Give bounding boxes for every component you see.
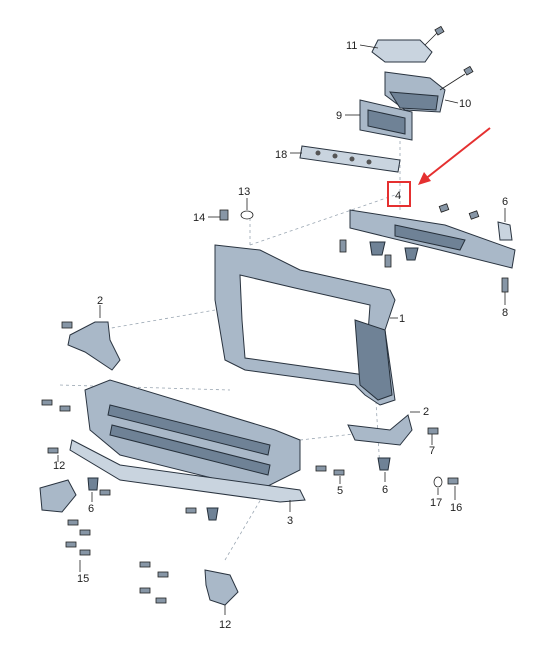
callout-17: 17 [430,497,442,509]
callout-16: 16 [450,502,462,514]
callout-6-top: 6 [502,196,508,208]
part-9-bracket [345,99,413,141]
callout-1: 1 [399,313,405,325]
callout-5: 5 [337,485,343,497]
callout-14: 14 [193,212,205,224]
part-3-impact-beam [69,379,306,512]
highlight-box [387,181,411,207]
part-14-bolt [208,209,229,221]
callout-9: 9 [336,110,342,122]
part-2-left-bracket [61,305,121,371]
callout-12-left: 12 [53,460,65,472]
highlight-part-4 [387,127,491,207]
callout-2-left: 2 [97,295,103,307]
lower-bolt-group [139,507,197,604]
callout-10: 10 [459,98,471,110]
callout-8: 8 [502,307,508,319]
callout-6-right: 6 [382,484,388,496]
part-10-air-guide [384,65,474,113]
part-5-bolts [315,465,345,484]
part-4-cross-member [339,203,516,305]
callout-3: 3 [287,515,293,527]
callout-18: 18 [275,149,287,161]
part-17-washer [433,476,443,495]
red-arrow-head [418,172,431,185]
callout-4: 4 [395,190,401,202]
callout-7: 7 [429,445,435,457]
left-bolts [41,399,111,572]
callout-11: 11 [346,40,357,52]
part-12-bottom-cap [204,569,239,615]
callout-13: 13 [238,186,250,198]
part-1-lock-carrier [214,244,398,406]
callout-6-left: 6 [88,503,94,515]
part-18-seal-strip [290,145,401,173]
part-12-left-cap [39,479,77,513]
callout-15: 15 [77,573,89,585]
callout-2-right: 2 [423,406,429,418]
callout-labels: 11 10 9 18 13 14 4 6 8 2 1 2 7 12 6 5 6 … [53,40,508,631]
part-2-right-bracket [347,411,439,446]
red-arrow-shaft [423,127,491,181]
callout-12-bottom: 12 [219,619,231,631]
part-16-bolt [447,477,459,500]
part-13-washer [240,198,254,220]
part-11-air-duct [359,25,445,63]
part-6-clips-lower [87,457,391,521]
